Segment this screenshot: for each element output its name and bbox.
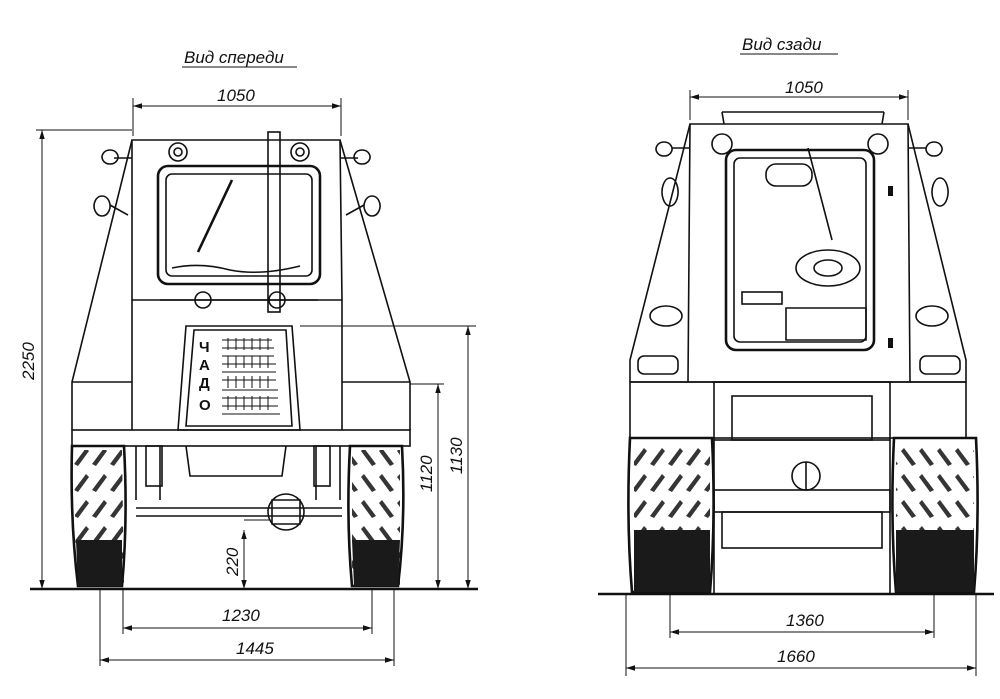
front-hood: Ч А Д О [177,325,301,431]
front-dim-1130: 1130 [300,325,476,589]
badge-letter-1: Ч [199,339,210,356]
front-dim-1130-label: 1130 [447,437,466,474]
badge-letter-4: О [199,397,211,414]
rear-dim-1360: 1360 [669,594,935,638]
front-dim-1445: 1445 [99,589,395,666]
front-dim-1230: 1230 [122,589,373,634]
badge-letter-2: А [199,357,210,374]
rear-dim-1360-label: 1360 [786,611,824,630]
rear-hitch [629,381,967,594]
badge-letter-3: Д [199,375,210,392]
front-dim-1120: 1120 [410,383,444,589]
rear-dim-1050-label: 1050 [785,78,823,97]
front-dim-220-label: 220 [223,547,242,577]
rear-view-title: Вид сзади [742,35,822,54]
front-dim-1120-label: 1120 [417,455,436,492]
front-wheel-right [347,444,405,588]
front-dim-220: 220 [223,519,270,589]
front-dim-1230-label: 1230 [222,606,260,625]
rear-wheel-right [891,436,979,594]
front-dim-1050: 1050 [132,86,342,136]
front-dim-2250-label: 2250 [19,342,38,381]
front-axle [71,429,411,531]
front-dim-2250: 2250 [19,129,132,589]
rear-wheel-left [627,436,715,594]
rear-dim-1660-label: 1660 [777,647,815,666]
rear-dim-1660: 1660 [625,594,977,676]
rear-view: Вид сзади [598,35,994,676]
rear-dim-1050: 1050 [689,78,909,120]
front-dim-1445-label: 1445 [236,639,274,658]
front-view-title: Вид спереди [184,48,284,67]
front-cab [71,131,411,430]
hood-badge: Ч А Д О [199,339,211,414]
front-view: Вид спереди [19,48,478,666]
rear-cab [629,111,967,383]
front-dim-1050-label: 1050 [217,86,255,105]
front-wheel-left [70,444,127,588]
